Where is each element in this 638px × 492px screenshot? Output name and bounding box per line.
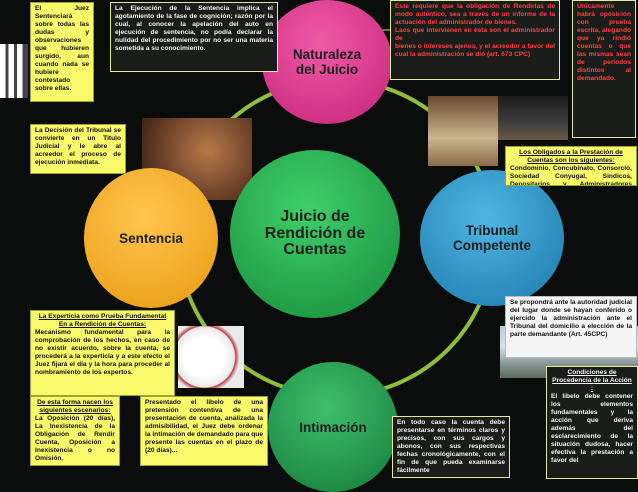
box-todo-caso: En todo caso la cuenta debe presentarse …	[392, 416, 510, 478]
condiciones-title: Condiciones de Procedencia de la Acción …	[551, 369, 633, 393]
box-obligados: Los Obligados a la Prestación de Cuentas…	[505, 146, 637, 186]
obligados-title: Los Obligados a la Prestación de Cuentas…	[510, 149, 632, 165]
circle-juicio-rendicion[interactable]: Juicio de Rendición de Cuentas	[230, 150, 400, 318]
box-decision-tribunal: La Decisión del Tribunal se convierte en…	[30, 124, 126, 174]
presenter-photo	[178, 326, 244, 388]
box-competencia: Se propondrá ante la autoridad judicial …	[505, 296, 637, 358]
condiciones-body: El libelo debe contener los elementos fu…	[551, 393, 633, 464]
judge-photo	[498, 96, 568, 140]
box-juez-sentencia: El Juez Sentenciará sobre todas las duda…	[30, 2, 94, 102]
box-requiere-rendir: Este requiere que la obligación de Rendi…	[390, 0, 560, 80]
circle-sentencia[interactable]: Sentencia	[84, 168, 218, 308]
circle-naturaleza[interactable]: Naturaleza del Juicio	[262, 0, 392, 124]
experticia-title: La Experticia como Prueba Fundamental En…	[35, 313, 170, 329]
circle-tribunal-competente[interactable]: Tribunal Competente	[420, 170, 564, 306]
box-oposicion: Únicamente habrá oposición con prueba es…	[572, 0, 636, 138]
box-ejecucion-sentencia: La Ejecución de la Sentencia implica el …	[110, 2, 278, 72]
box-presentado-libelo: Presentado el libelo de una pretensión c…	[140, 396, 268, 466]
escenarios-body: La Oposición (20 días), La Inexistencia …	[35, 415, 115, 462]
courtroom-photo	[428, 96, 498, 166]
box-experticia: La Experticia como Prueba Fundamental En…	[30, 310, 175, 396]
obligados-body: Condominio, Concubinato, Consorcio, Soci…	[510, 165, 632, 186]
experticia-body: Mecanismo fundamental para la comprobaci…	[35, 329, 170, 376]
circle-intimacion[interactable]: Intimación	[268, 362, 398, 492]
box-escenarios: De esta forma nacen los siguientes escen…	[30, 396, 120, 466]
escenarios-title: De esta forma nacen los siguientes escen…	[35, 399, 115, 415]
books-photo	[0, 44, 28, 98]
box-condiciones: Condiciones de Procedencia de la Acción …	[546, 366, 638, 479]
